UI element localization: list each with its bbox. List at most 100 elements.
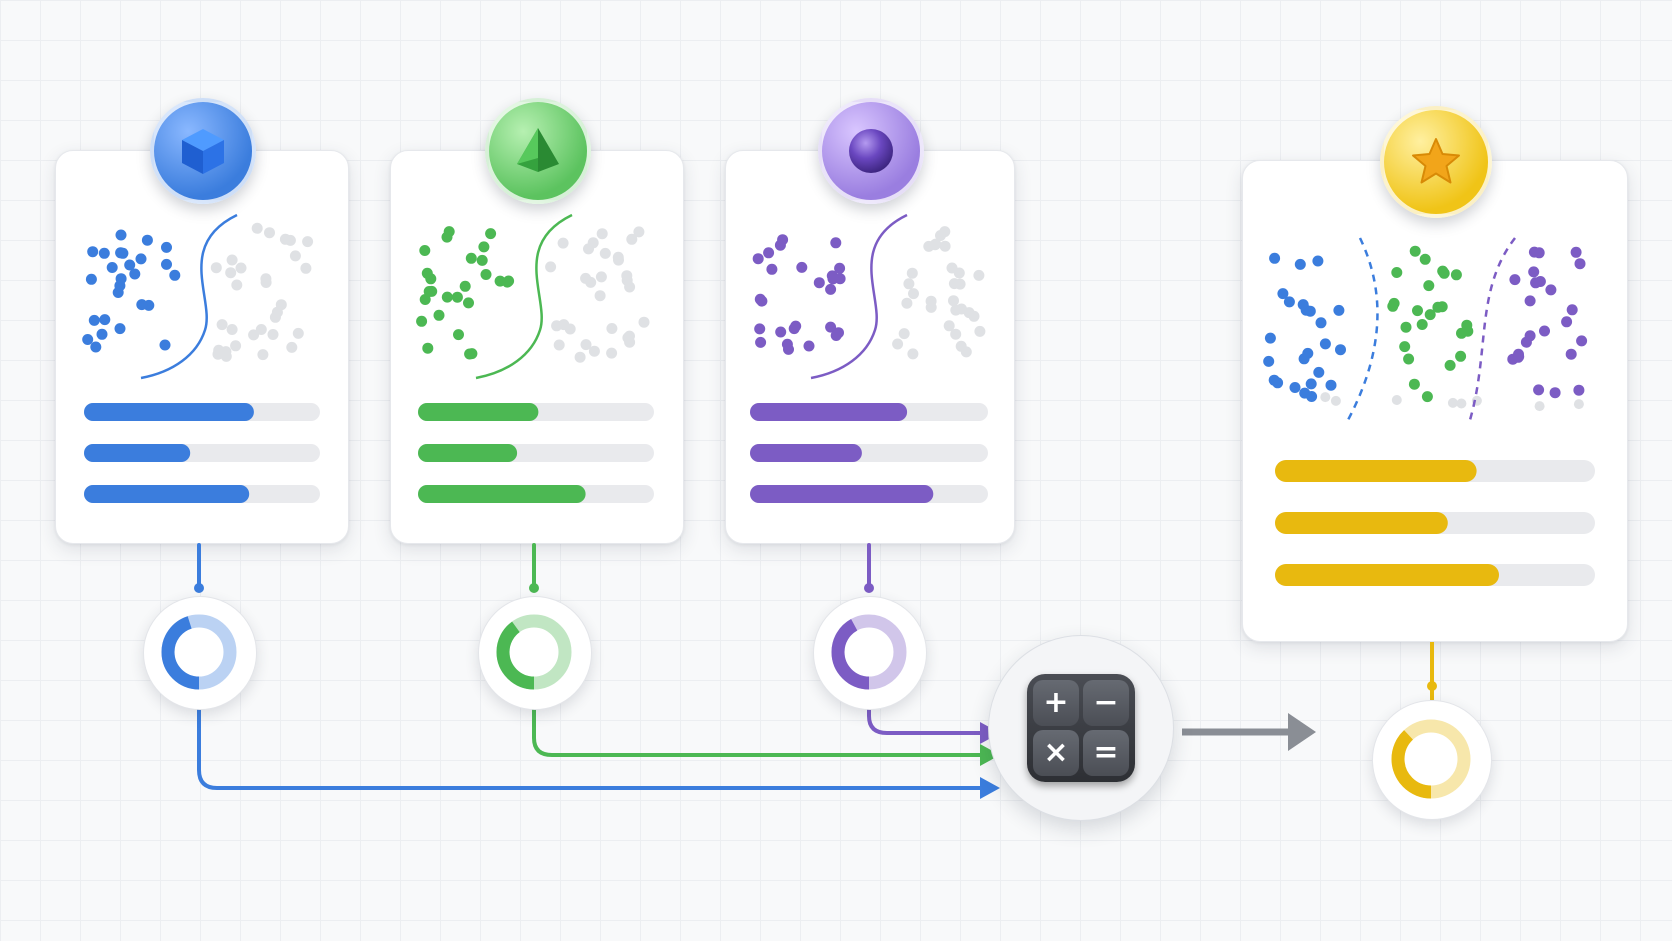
result-scatter-dot <box>1539 325 1550 337</box>
scatter-dot-blue <box>161 241 172 253</box>
result-scatter-dot <box>1524 330 1536 342</box>
result-scatter-dot <box>1312 255 1324 267</box>
bar-fill-purple <box>750 403 908 421</box>
scatter-dot-gray <box>907 348 919 360</box>
scatter-dot-blue <box>98 247 110 259</box>
scatter-dot-purple <box>830 237 842 249</box>
scatter-dot-purple <box>755 336 767 348</box>
result-scatter-dot <box>1570 246 1582 258</box>
scatter-dot-gray <box>950 328 962 340</box>
scatter-dot-gray <box>939 226 951 238</box>
result-scatter-dot <box>1573 384 1585 396</box>
result-scatter-dot <box>1545 284 1557 296</box>
scatter-dot-gray <box>302 236 314 248</box>
scatter-dot-blue <box>96 328 108 340</box>
scatter-dot-green <box>466 348 478 360</box>
result-scatter-dot <box>1335 344 1346 356</box>
result-scatter-dot <box>1574 258 1586 270</box>
scatter-dot-gray <box>624 336 636 348</box>
result-scatter-dot <box>1524 295 1536 307</box>
result-scatter-dot <box>1400 321 1412 333</box>
scatter-dot-green <box>453 329 464 341</box>
scatter-dot-purple <box>766 263 778 275</box>
decision-boundary-purple <box>810 213 908 380</box>
connector-dot-purple <box>864 583 874 593</box>
result-scatter-dot <box>1412 305 1423 317</box>
scatter-dot-purple <box>781 338 793 350</box>
scatter-dot-gray <box>596 228 608 240</box>
scatter-dot-blue <box>159 339 171 351</box>
scatter-dot-blue <box>161 258 172 270</box>
result-scatter-dot <box>1461 319 1473 331</box>
scatter-dot-gray <box>292 327 304 339</box>
scatter-dot-blue <box>136 299 148 311</box>
scatter-dot-purple <box>775 326 787 338</box>
scatter-dot-green <box>465 252 477 264</box>
result-boundary-blue-green <box>1346 237 1379 421</box>
result-scatter-dot <box>1549 387 1561 399</box>
scatter-dot-green <box>503 275 515 287</box>
result-scatter-dot <box>1533 384 1545 396</box>
model-card-green <box>390 150 684 544</box>
scatter-dot-purple <box>763 247 775 259</box>
scatter-dot-purple <box>796 261 808 273</box>
scatter-dot-blue <box>135 253 147 265</box>
scatter-dot-gray <box>626 233 638 245</box>
scatter-dot-blue <box>88 314 100 326</box>
scatter-dot-gray <box>892 338 904 350</box>
result-scatter-dot <box>1576 335 1588 347</box>
badge-yellow <box>1380 106 1492 218</box>
scatter-dot-green <box>416 315 428 327</box>
scatter-dot-blue <box>82 334 94 345</box>
scatter-dot-gray <box>580 339 592 351</box>
scatter-dot-gray <box>974 325 986 337</box>
bar-fill-green <box>418 485 586 503</box>
scatter-dot-green <box>494 275 506 287</box>
scatter-dot-gray <box>930 238 942 250</box>
connector-purple <box>867 543 987 735</box>
scatter-dot-blue <box>115 229 127 241</box>
result-scatter-dot <box>1333 304 1345 316</box>
calc-key-equals: = <box>1083 730 1129 776</box>
scatter-dot-gray <box>594 290 606 302</box>
calc-key-times: × <box>1033 730 1079 776</box>
result-scatter-dot <box>1304 305 1316 317</box>
result-scatter-dot <box>1456 327 1467 339</box>
decision-boundary-blue <box>140 213 238 380</box>
scatter-dot-purple <box>752 253 764 265</box>
scatter-dot-gray <box>557 237 569 249</box>
scatter-dot-green <box>422 342 434 354</box>
result-scatter-dot <box>1306 391 1318 402</box>
scatter-dot-blue <box>106 262 118 273</box>
result-scatter-dot <box>1533 247 1545 259</box>
scatter-dot-gray <box>251 222 263 234</box>
scatter-dot-gray <box>898 328 910 340</box>
ring-arc-blue <box>161 614 237 690</box>
result-scatter-dot <box>1409 245 1421 257</box>
scatter-dot-green <box>463 297 474 309</box>
badge-purple <box>818 98 924 204</box>
result-scatter-dot-gray <box>1320 392 1331 403</box>
scatter-dot-gray <box>210 262 222 274</box>
decision-boundary-green <box>475 213 573 380</box>
scatter-dot-purple <box>827 273 839 285</box>
scatter-dot-gray <box>583 243 594 255</box>
result-scatter-dot <box>1561 316 1573 328</box>
scatter-dot-purple <box>774 239 786 251</box>
pyramid-icon <box>517 128 559 172</box>
result-scatter-dot <box>1455 350 1467 362</box>
scatter-dot-gray <box>225 267 237 279</box>
calculator-icon: + − × = <box>1027 674 1135 782</box>
scatter-dot-gray <box>267 329 279 340</box>
result-scatter-dot <box>1421 391 1433 403</box>
scatter-dot-gray <box>624 281 636 293</box>
scatter-dot-gray <box>939 240 951 252</box>
scatter-dot-blue <box>114 323 126 335</box>
result-scatter-dot <box>1313 366 1325 378</box>
scatter-dot-gray <box>925 301 937 313</box>
result-scatter-dot <box>1565 348 1577 360</box>
sphere-icon <box>849 129 893 173</box>
result-scatter-dot <box>1264 332 1276 344</box>
scatter-dot-purple <box>754 323 766 335</box>
